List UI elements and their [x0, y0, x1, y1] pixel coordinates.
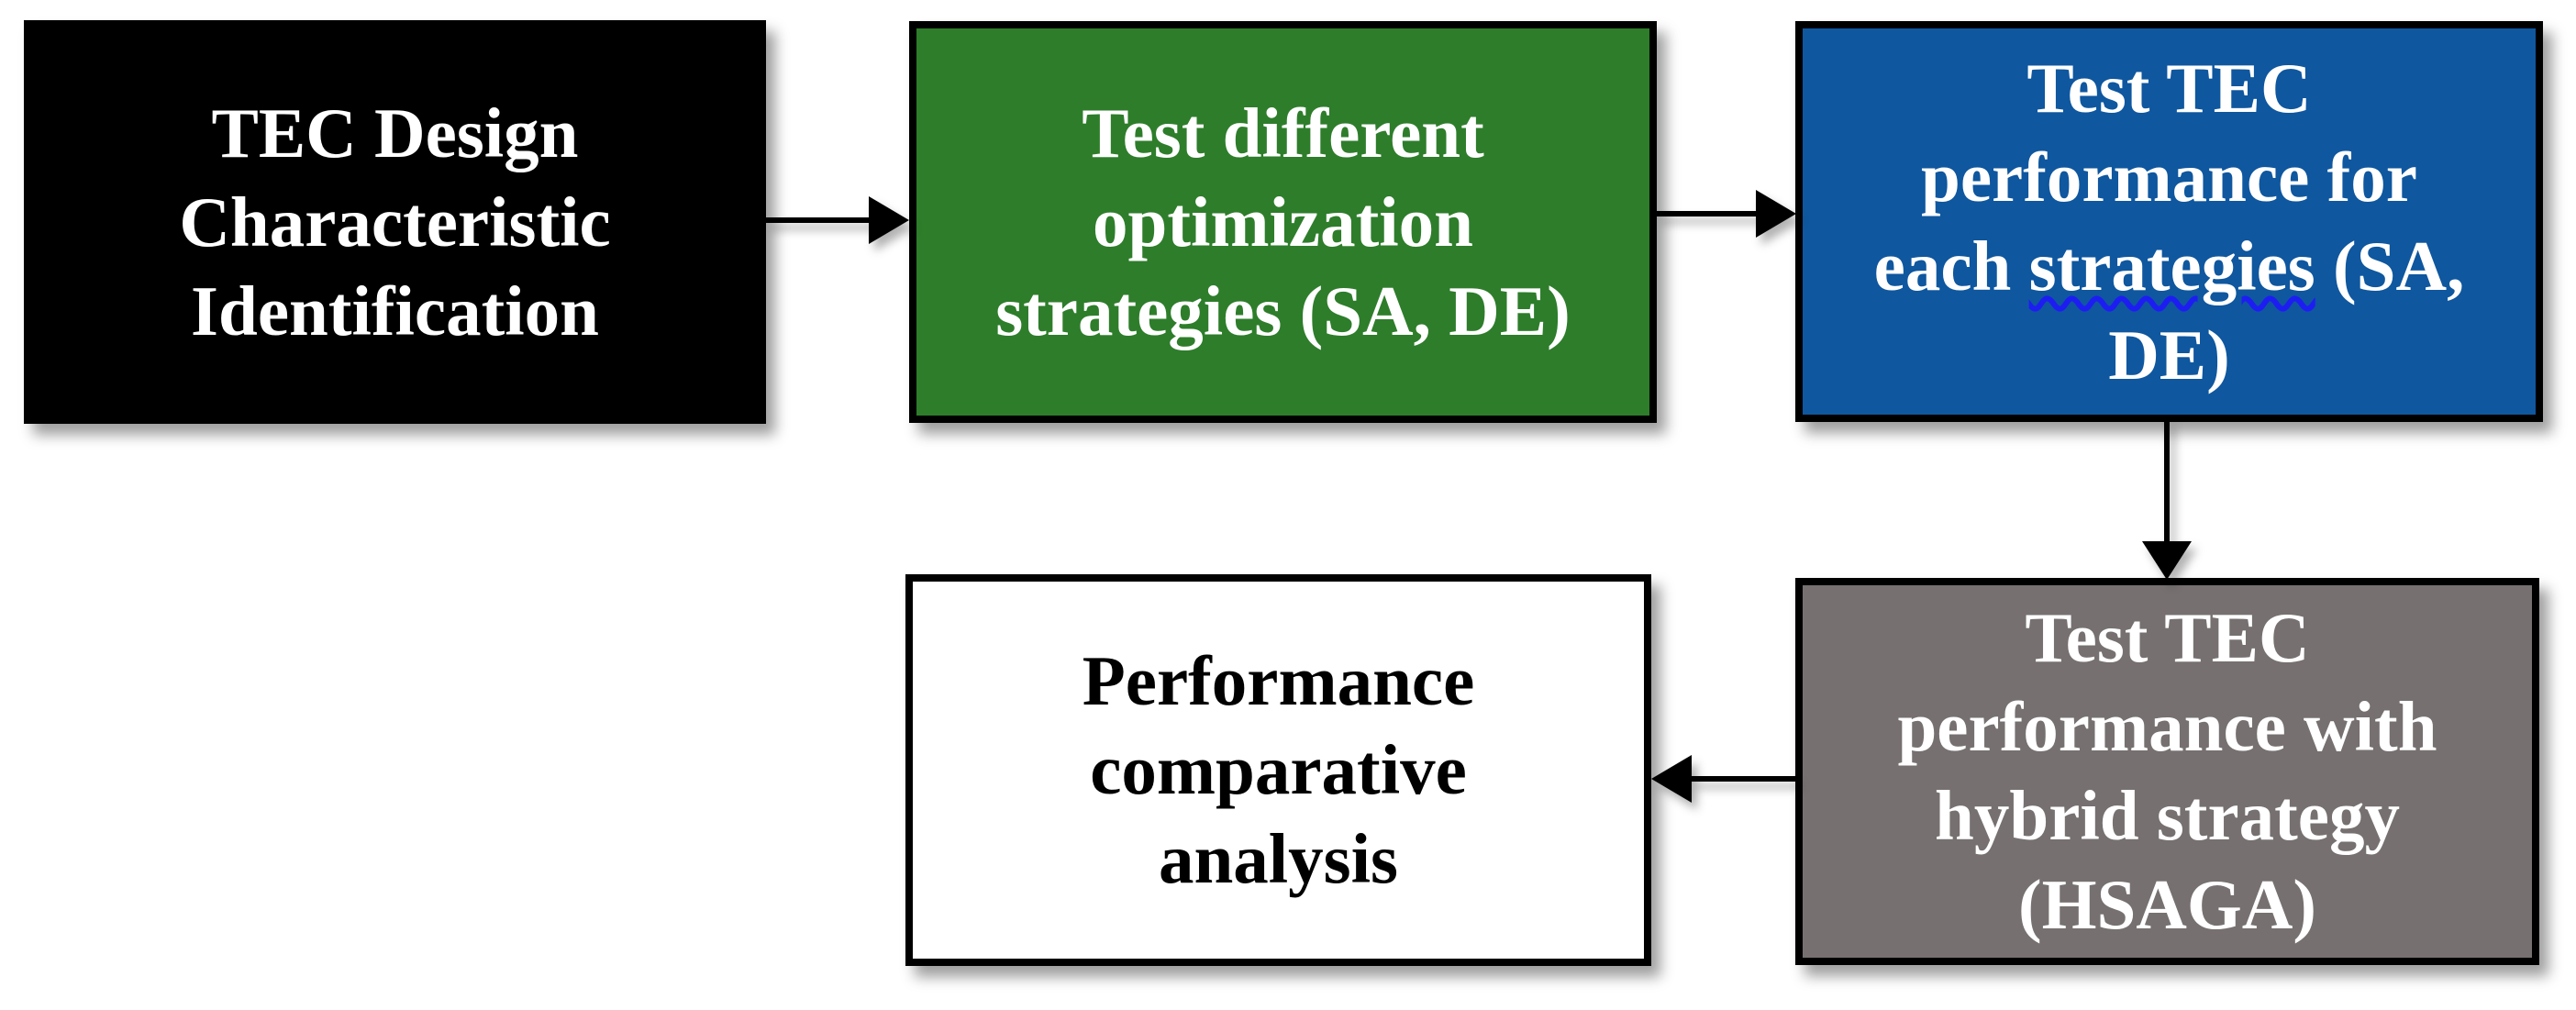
box-text-line: Identification — [191, 271, 599, 350]
arrow-shaft — [766, 217, 871, 223]
flow-step-test-strategies-box: Test different optimization strategies (… — [909, 21, 1657, 423]
arrow-head — [869, 196, 909, 244]
arrow-head — [2142, 541, 2192, 580]
box-text-segment: (SA, — [2333, 226, 2465, 305]
flow-step-test-hybrid-box: Test TEC performance with hybrid strateg… — [1795, 578, 2539, 965]
box-text-line: strategies (SA, DE) — [995, 271, 1571, 350]
arrow-head — [1756, 190, 1796, 238]
box-text-line: performance for — [1921, 137, 2417, 216]
flow-step-test-each-strategy-box: Test TEC performance for each strategies… — [1795, 21, 2543, 422]
box-text-line: performance with — [1897, 687, 2437, 766]
box-text-line: optimization — [1093, 182, 1473, 261]
box-text-line: (HSAGA) — [2017, 865, 2317, 944]
arrow-shaft — [2164, 420, 2170, 543]
arrow-shaft — [1690, 776, 1795, 782]
box-text-line: hybrid strategy — [1935, 776, 2400, 855]
spellcheck-underlined-word: strategies — [2028, 226, 2315, 305]
box-text-line: Characteristic — [179, 182, 611, 261]
box-text-segment: each — [1873, 226, 2012, 305]
arrow-shaft — [1657, 211, 1758, 216]
box-text-line: Test TEC — [2026, 48, 2312, 128]
box-text-line: Test TEC — [2025, 598, 2310, 677]
box-text-line: Test different — [1082, 93, 1484, 172]
flow-step-tec-design-box: TEC Design Characteristic Identification — [24, 20, 766, 424]
flow-step-comparative-analysis-box: Performance comparative analysis — [905, 574, 1651, 966]
box-text-line: analysis — [1158, 819, 1399, 898]
box-text-line: DE) — [2108, 315, 2230, 394]
box-text-line: each strategies (SA, — [1874, 222, 2465, 311]
box-text-line: TEC Design — [211, 93, 579, 172]
box-text-line: Performance — [1082, 641, 1475, 720]
box-text-line: comparative — [1090, 730, 1467, 809]
arrow-head — [1651, 755, 1692, 803]
